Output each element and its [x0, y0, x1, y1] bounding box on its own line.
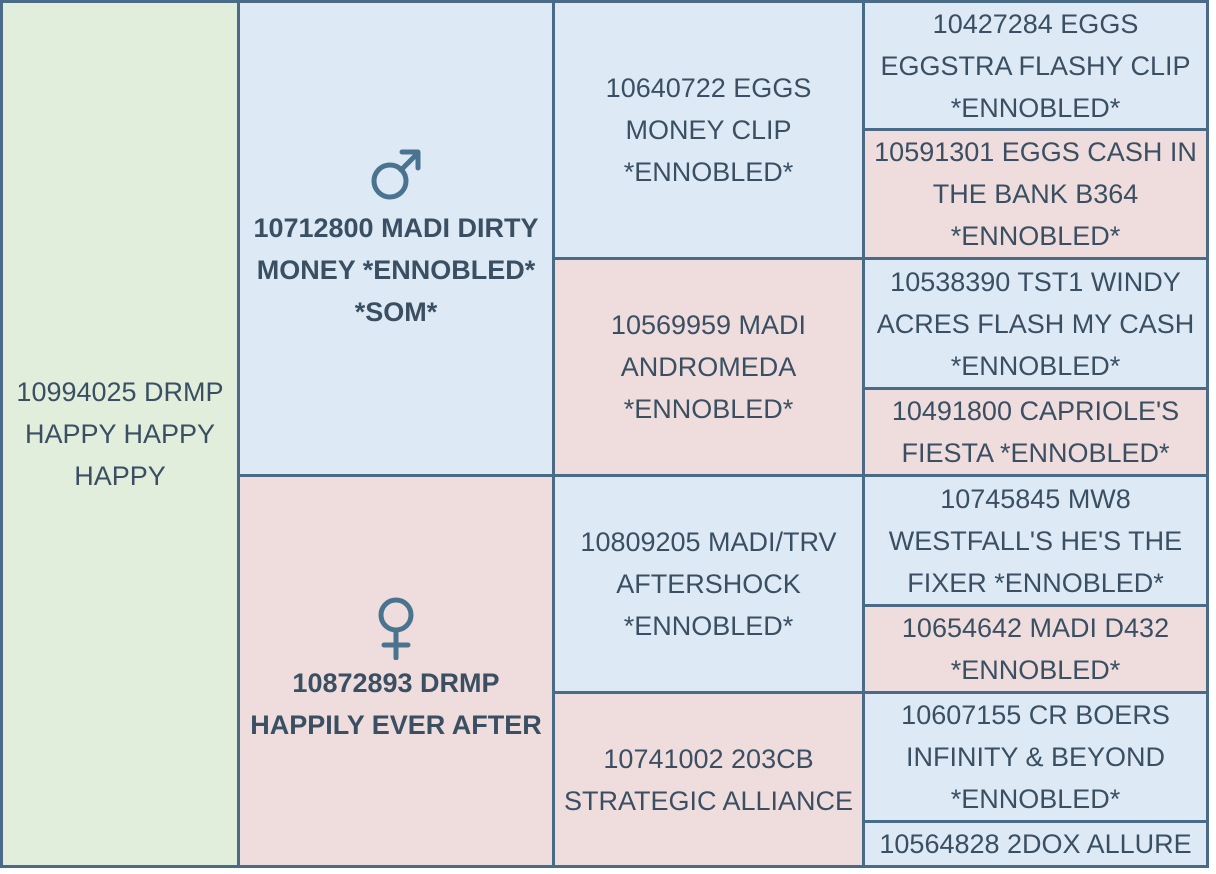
male-symbol-icon — [371, 149, 421, 199]
maternal-grandsire: 10809205 MADI/TRV AFTERSHOCK *ENNOBLED* — [552, 474, 865, 694]
great-grandparent-name: 10591301 EGGS CASH IN THE BANK B364 *ENN… — [874, 137, 1197, 251]
great-grandparent-name: 10564828 2DOX ALLURE — [879, 829, 1192, 859]
great-grandparent-sdd: 10491800 CAPRIOLE'S FIESTA *ENNOBLED* — [862, 387, 1209, 477]
great-grandparent-name: 10427284 EGGS EGGSTRA FLASHY CLIP *ENNOB… — [880, 8, 1191, 123]
paternal-granddam-name: 10569959 MADI ANDROMEDA *ENNOBLED* — [610, 310, 807, 424]
great-grandparent-dds: 10607155 CR BOERS INFINITY & BEYOND *ENN… — [862, 691, 1209, 823]
dam-name: 10872893 DRMP HAPPILY EVER AFTER — [250, 668, 542, 740]
paternal-granddam: 10569959 MADI ANDROMEDA *ENNOBLED* — [552, 257, 865, 477]
great-grandparent-name: 10745845 MW8 WESTFALL'S HE'S THE FIXER *… — [888, 483, 1183, 598]
subject-animal-name: 10994025 DRMP HAPPY HAPPY HAPPY — [16, 377, 224, 491]
great-grandparent-sss: 10427284 EGGS EGGSTRA FLASHY CLIP *ENNOB… — [862, 0, 1209, 131]
great-grandparent-name: 10538390 TST1 WINDY ACRES FLASH MY CASH … — [876, 266, 1195, 381]
maternal-granddam: 10741002 203CB STRATEGIC ALLIANCE — [552, 691, 865, 868]
maternal-grandsire-name: 10809205 MADI/TRV AFTERSHOCK *ENNOBLED* — [580, 527, 837, 641]
paternal-grandsire-name: 10640722 EGGS MONEY CLIP *ENNOBLED* — [605, 73, 812, 187]
great-grandparent-name: 10607155 CR BOERS INFINITY & BEYOND *ENN… — [901, 700, 1170, 814]
sire: 10712800 MADI DIRTY MONEY *ENNOBLED* *SO… — [237, 0, 555, 477]
female-symbol-icon — [378, 597, 414, 660]
subject-animal: 10994025 DRMP HAPPY HAPPY HAPPY — [0, 0, 240, 868]
sire-name: 10712800 MADI DIRTY MONEY *ENNOBLED* *SO… — [253, 212, 539, 327]
great-grandparent-sds: 10538390 TST1 WINDY ACRES FLASH MY CASH … — [862, 257, 1209, 390]
great-grandparent-ssd: 10591301 EGGS CASH IN THE BANK B364 *ENN… — [862, 128, 1209, 260]
great-grandparent-ddd: 10564828 2DOX ALLURE — [862, 820, 1209, 868]
dam: 10872893 DRMP HAPPILY EVER AFTER — [237, 474, 555, 868]
great-grandparent-name: 10491800 CAPRIOLE'S FIESTA *ENNOBLED* — [891, 396, 1180, 468]
paternal-grandsire: 10640722 EGGS MONEY CLIP *ENNOBLED* — [552, 0, 865, 260]
maternal-granddam-name: 10741002 203CB STRATEGIC ALLIANCE — [563, 743, 854, 816]
great-grandparent-dsd: 10654642 MADI D432 *ENNOBLED* — [862, 604, 1209, 694]
great-grandparent-dss: 10745845 MW8 WESTFALL'S HE'S THE FIXER *… — [862, 474, 1209, 607]
great-grandparent-name: 10654642 MADI D432 *ENNOBLED* — [901, 613, 1170, 685]
